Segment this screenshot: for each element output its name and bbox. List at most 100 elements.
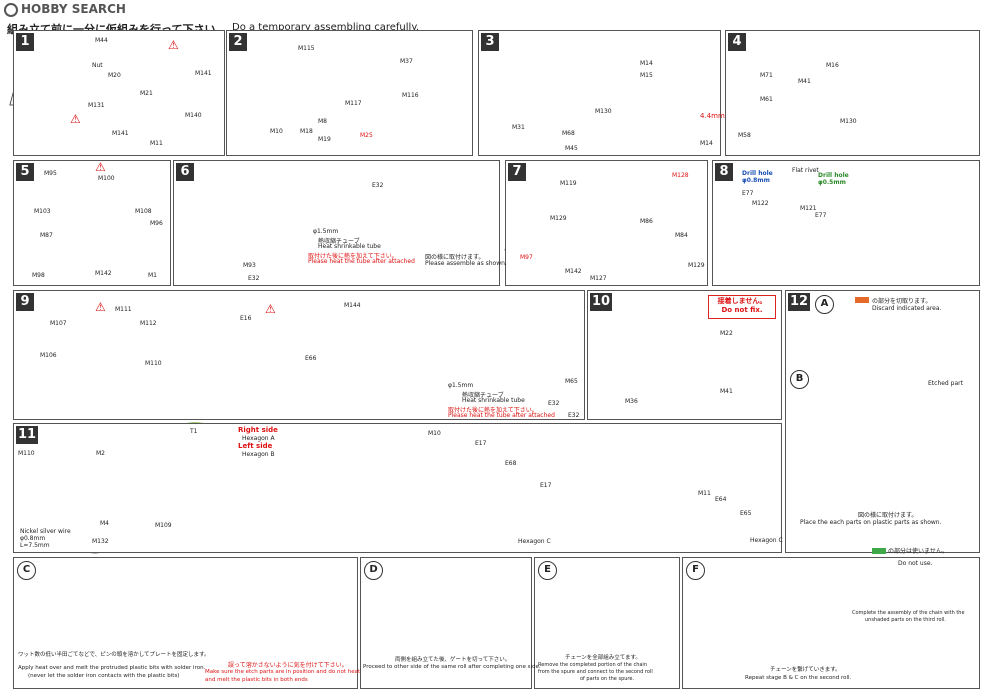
warning-icon: ⚠ [95, 300, 106, 314]
part-label: M112 [140, 320, 157, 327]
flat-rivet-label: Flat rivet [792, 167, 819, 174]
step-number-7: 7 [508, 163, 526, 181]
part-label: M142 [95, 270, 112, 277]
stage-e-caption-en: of parts on the spure. [580, 676, 635, 682]
step-3-panel [478, 30, 721, 156]
wire-note: φ0.8mm [20, 535, 46, 542]
hexagon-b-label: Hexagon B [242, 451, 275, 458]
part-label: M45 [565, 145, 578, 152]
assemble-note-jp: 図の様に取付けます。 [425, 254, 485, 261]
part-label: M65 [565, 378, 578, 385]
part-label: M141 [112, 130, 129, 137]
part-label: E17 [475, 440, 487, 447]
part-label: M108 [135, 208, 152, 215]
part-label: M140 [185, 112, 202, 119]
part-label: M129 [550, 215, 567, 222]
warning-icon: ⚠ [70, 112, 81, 126]
stage-f-caption-jp: チェーンを繋げていきます。 [770, 667, 841, 673]
warning-icon: ⚠ [95, 160, 106, 174]
stage-f-caption-en: Repeat stage B & C on the second roll. [745, 675, 852, 681]
magnifier-icon [4, 2, 18, 17]
tube-label-jp: 熱収縮チューブ [462, 392, 504, 399]
part-label: M19 [318, 136, 331, 143]
step-4-panel [725, 30, 980, 156]
part-label: M132 [92, 538, 109, 545]
step-5-panel [13, 160, 171, 286]
part-label: M121 [800, 205, 817, 212]
stage-d-caption-en: Proceed to other side of the same roll a… [363, 664, 541, 670]
part-label: M111 [115, 306, 132, 313]
part-label: M115 [298, 45, 315, 52]
part-label: E66 [305, 355, 317, 362]
stage-e-caption-en: Remove the completed portion of the chai… [538, 662, 647, 668]
stage-F-panel [682, 557, 980, 689]
step-number-12: 12 [788, 293, 810, 311]
part-label: M97 [520, 254, 533, 261]
part-label: M16 [826, 62, 839, 69]
part-label: M25 [360, 132, 373, 139]
part-label: M10 [270, 128, 283, 135]
stage-e-caption-jp: チェーンを全部組み立てます。 [565, 655, 641, 661]
stage-f-complete-en: Complete the assembly of the chain with … [852, 610, 965, 616]
stage-a-marker: A [815, 295, 834, 314]
stage-c-warning-en: and melt the plastic bits in both ends [205, 677, 308, 683]
stage-D-panel [360, 557, 532, 689]
part-label: M95 [44, 170, 57, 177]
step-number-8: 8 [715, 163, 733, 181]
tube-label-en: Heat shrinkable tube [462, 397, 525, 404]
part-label: M58 [738, 132, 751, 139]
part-label: M71 [760, 72, 773, 79]
heat-note-jp: 取付けた後に熱を加えて下さい。 [448, 407, 538, 414]
step-number-5: 5 [16, 163, 34, 181]
part-label: E77 [815, 212, 827, 219]
part-label: E77 [742, 190, 754, 197]
stage-e-caption-en: from the spure and connect to the second… [538, 669, 653, 675]
place-note-jp: 図の様に取付けます。 [858, 512, 918, 519]
left-side-label: Left side [238, 442, 273, 450]
part-label: M128 [672, 172, 689, 179]
warning-icon: ⚠ [265, 302, 276, 316]
assemble-note-en: Please assemble as shown. [425, 260, 507, 267]
part-label: M107 [50, 320, 67, 327]
stage-f-marker: F [686, 561, 705, 580]
part-label: M93 [243, 262, 256, 269]
part-label: M11 [150, 140, 163, 147]
step-7-panel [505, 160, 708, 286]
dimension-label: 4.4mm [700, 112, 725, 120]
tube-diameter: φ1.5mm [313, 228, 339, 235]
step-8-panel [712, 160, 980, 286]
part-label: M37 [400, 58, 413, 65]
stage-c-caption-en: Apply heat over and melt the protruded p… [18, 665, 206, 671]
stage-C-panel [13, 557, 358, 689]
part-label: E17 [540, 482, 552, 489]
heat-note-en: Please heat the tube after attached [448, 412, 555, 419]
step-number-4: 4 [728, 33, 746, 51]
warning-icon: ⚠ [168, 38, 179, 52]
tube-label-jp: 熱収縮チューブ [318, 238, 360, 245]
part-label: M130 [840, 118, 857, 125]
part-label: E32 [548, 400, 560, 407]
stage-c-marker: C [17, 561, 36, 580]
part-label: M116 [402, 92, 419, 99]
part-label: E65 [740, 510, 752, 517]
part-label: Nut [92, 62, 103, 69]
part-label: M119 [560, 180, 577, 187]
step-number-2: 2 [229, 33, 247, 51]
part-label: M131 [88, 102, 105, 109]
step-1-panel [13, 30, 225, 156]
part-label: M14 [640, 60, 653, 67]
step-number-10: 10 [590, 293, 612, 311]
right-side-label: Right side [238, 426, 278, 434]
stage-f-complete-en: unshaded parts on the third roll. [865, 617, 946, 623]
wire-note: Nickel silver wire [20, 528, 71, 535]
step-12-panel [785, 290, 980, 553]
part-label: M31 [512, 124, 525, 131]
stage-c-caption-jp: ワット数の低い半田ごてなどで、ピンの頭を溶かしてプレートを固定します。 [18, 652, 210, 658]
part-label: M11 [698, 490, 711, 497]
step-number-11: 11 [16, 426, 38, 444]
step-6-panel [173, 160, 500, 286]
part-label: M10 [428, 430, 441, 437]
do-not-fix-note: 接着しません。 Do not fix. [708, 295, 776, 319]
stage-c-caption-en: (never let the solder iron contacts with… [28, 673, 180, 679]
part-label: M84 [675, 232, 688, 239]
